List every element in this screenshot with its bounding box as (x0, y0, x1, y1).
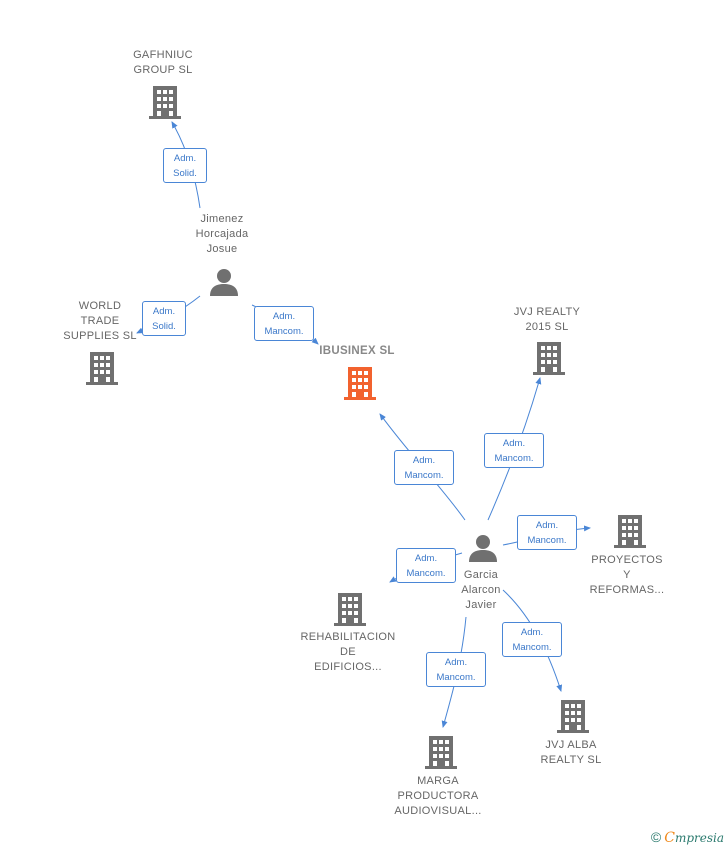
building-icon[interactable] (344, 365, 376, 401)
node-label-gafhniuc: GAFHNIUC GROUP SL (133, 49, 193, 76)
edge-label[interactable]: Adm. Solid. (142, 301, 186, 336)
node-label-marga: MARGA PRODUCTORA AUDIOVISUAL... (394, 775, 482, 817)
copyright-symbol: © (650, 829, 662, 845)
node-label-jvjalba: JVJ ALBA REALTY SL (540, 739, 602, 766)
edge-label[interactable]: Adm. Mancom. (502, 622, 562, 657)
edge-label[interactable]: Adm. Mancom. (426, 652, 486, 687)
edge-label[interactable]: Adm. Mancom. (517, 515, 577, 550)
node-label-garcia: Garcia Alarcon Javier (461, 569, 501, 611)
building-icon[interactable] (86, 350, 118, 386)
brand-initial: C (664, 830, 675, 846)
node-label-world: WORLD TRADE SUPPLIES SL (63, 300, 137, 342)
person-icon[interactable] (468, 533, 498, 563)
building-icon[interactable] (614, 513, 646, 549)
person-icon[interactable] (209, 267, 239, 297)
edge-label[interactable]: Adm. Mancom. (396, 548, 456, 583)
node-label-ibusinex: IBUSINEX SL (319, 345, 395, 357)
building-icon[interactable] (533, 340, 565, 376)
edge-label[interactable]: Adm. Mancom. (254, 306, 314, 341)
node-label-proyectos: PROYECTOS Y REFORMAS... (589, 554, 665, 596)
edge-label[interactable]: Adm. Mancom. (484, 433, 544, 468)
node-label-rehab: REHABILITACION DE EDIFICIOS... (300, 631, 396, 673)
node-label-jimenez: Jimenez Horcajada Josue (195, 213, 249, 255)
building-icon[interactable] (149, 84, 181, 120)
building-icon[interactable] (557, 698, 589, 734)
brand-name: mpresia (674, 831, 724, 845)
building-icon[interactable] (334, 591, 366, 627)
edge-label[interactable]: Adm. Mancom. (394, 450, 454, 485)
edge-label[interactable]: Adm. Solid. (163, 148, 207, 183)
footer-brand[interactable]: ©Cmpresia (651, 829, 724, 846)
node-label-jvj2015: JVJ REALTY 2015 SL (513, 306, 581, 333)
building-icon[interactable] (425, 734, 457, 770)
